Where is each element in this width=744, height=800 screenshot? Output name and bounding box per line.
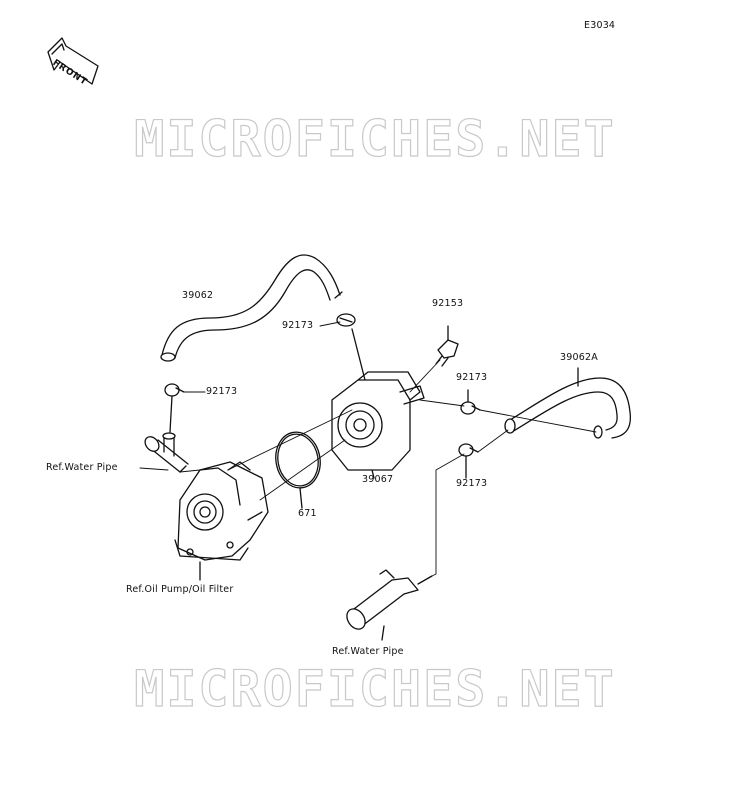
watermark-top: MICROFICHES.NET (134, 109, 616, 168)
oil-cooler-39067 (331, 371, 425, 479)
label-39067[interactable]: 39067 (362, 474, 394, 485)
label-671[interactable]: 671 (298, 508, 317, 519)
label-92173-upper-left[interactable]: 92173 (282, 320, 314, 331)
clamp-right-upper-icon (460, 389, 481, 415)
clamp-right-lower-icon (458, 443, 479, 479)
hose-39062a (504, 367, 632, 439)
front-arrow-icon (47, 37, 99, 85)
ref-water-pipe-bottom-fitting (346, 569, 433, 641)
oil-pump-housing (174, 461, 269, 581)
clamp-left-icon (164, 383, 185, 433)
label-92173-right-lower[interactable]: 92173 (456, 478, 488, 489)
label-ref-water-pipe-bottom[interactable]: Ref.Water Pipe (332, 646, 404, 657)
label-39062[interactable]: 39062 (182, 290, 214, 301)
label-ref-oil-pump[interactable]: Ref.Oil Pump/Oil Filter (126, 584, 234, 595)
label-ref-water-pipe-left[interactable]: Ref.Water Pipe (46, 462, 118, 473)
connection-lines (139, 321, 597, 579)
oring-671 (275, 431, 321, 509)
hose-39062 (160, 254, 343, 362)
clamp-upper-icon (336, 313, 366, 381)
label-92153[interactable]: 92153 (432, 298, 464, 309)
diagram-code: E3034 (584, 20, 616, 31)
label-92173-right-upper[interactable]: 92173 (456, 372, 488, 383)
label-39062a[interactable]: 39062A (560, 352, 598, 363)
bolt-92153-icon (435, 325, 459, 367)
ref-water-pipe-left-fitting (144, 432, 189, 473)
watermark-bottom: MICROFICHES.NET (134, 659, 616, 718)
label-92173-lower-left[interactable]: 92173 (206, 386, 238, 397)
